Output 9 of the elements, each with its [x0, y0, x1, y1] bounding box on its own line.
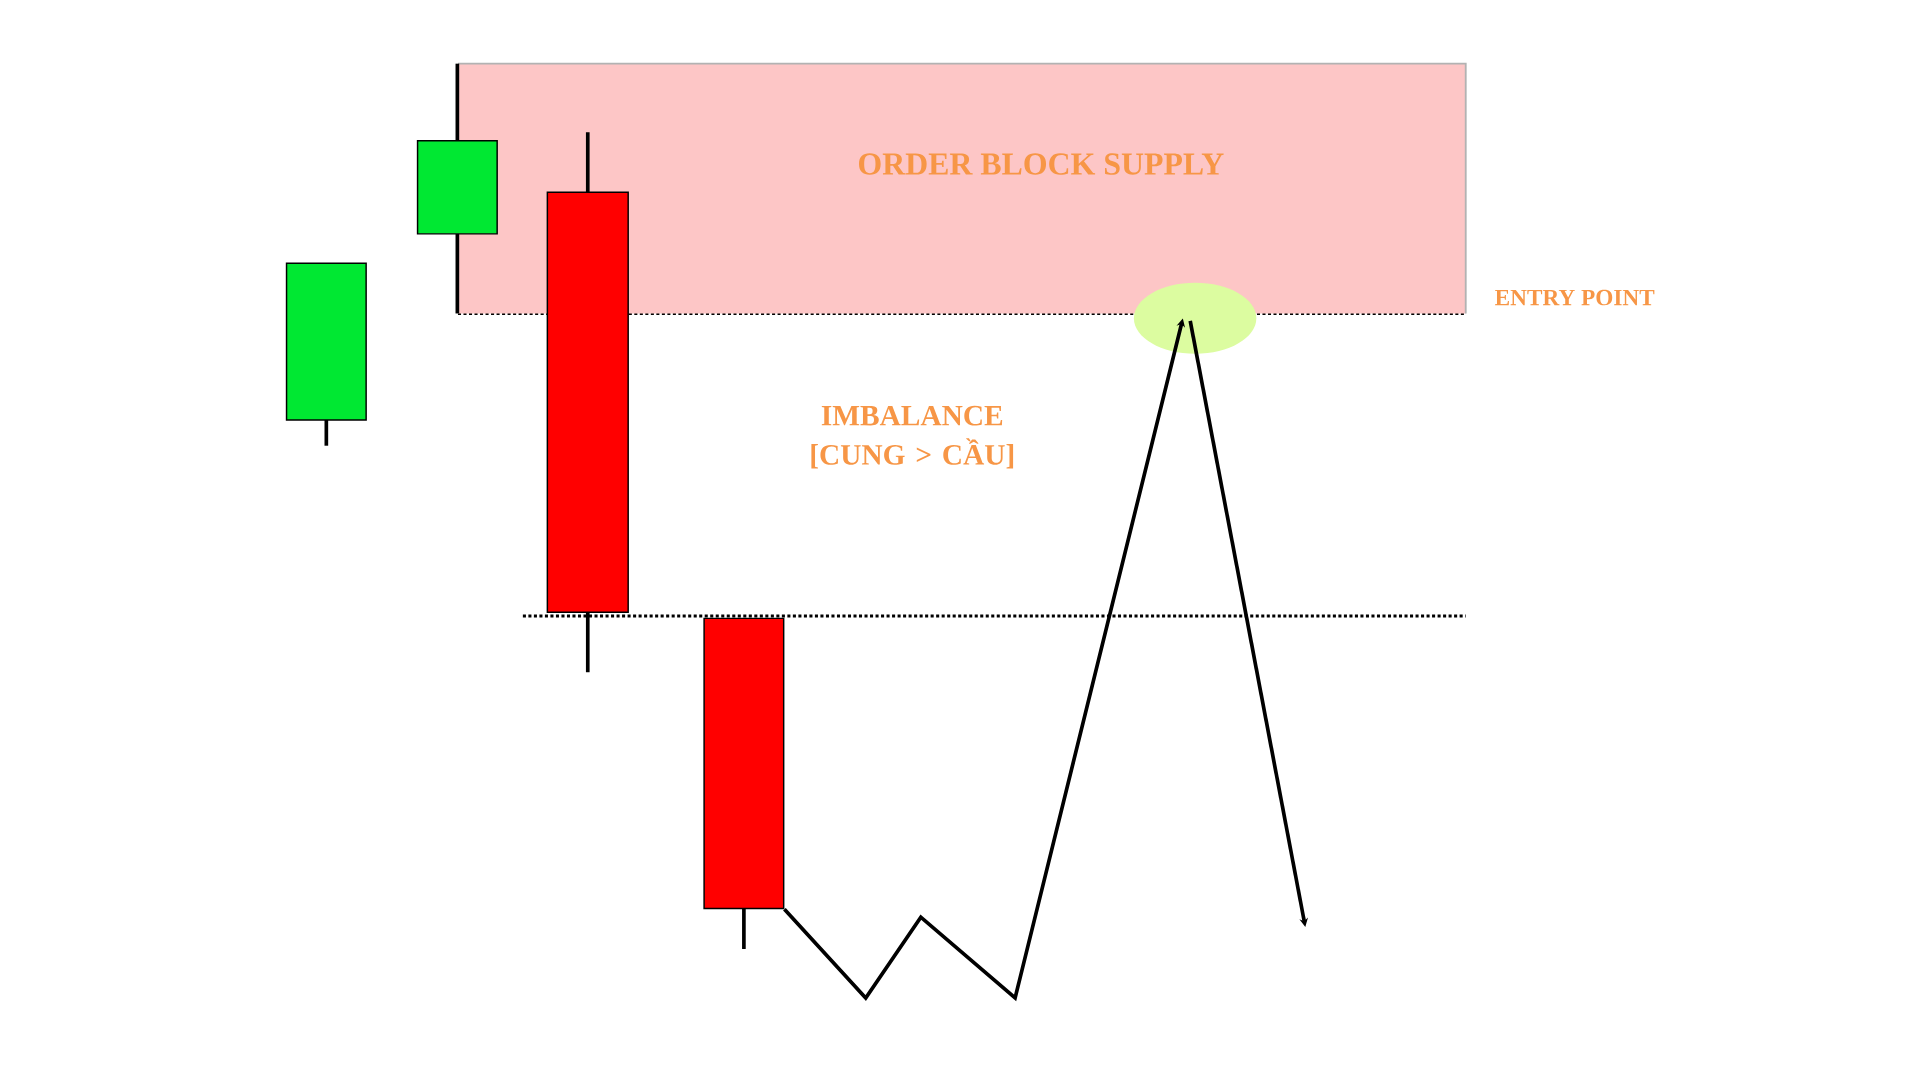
zone-label: IMBALANCE [CUNG > CẦU]: [811, 405, 1014, 469]
candlestick: [416, 63, 498, 314]
candlestick: [703, 617, 785, 949]
candlestick: [546, 132, 629, 673]
candlestick: [285, 262, 367, 446]
entry-highlight: [1133, 282, 1257, 354]
zone-label: ENTRY POINT: [1495, 289, 1655, 306]
supply-zone: ORDER BLOCK SUPPLY: [457, 62, 1467, 315]
price-arrow: [1188, 320, 1308, 927]
